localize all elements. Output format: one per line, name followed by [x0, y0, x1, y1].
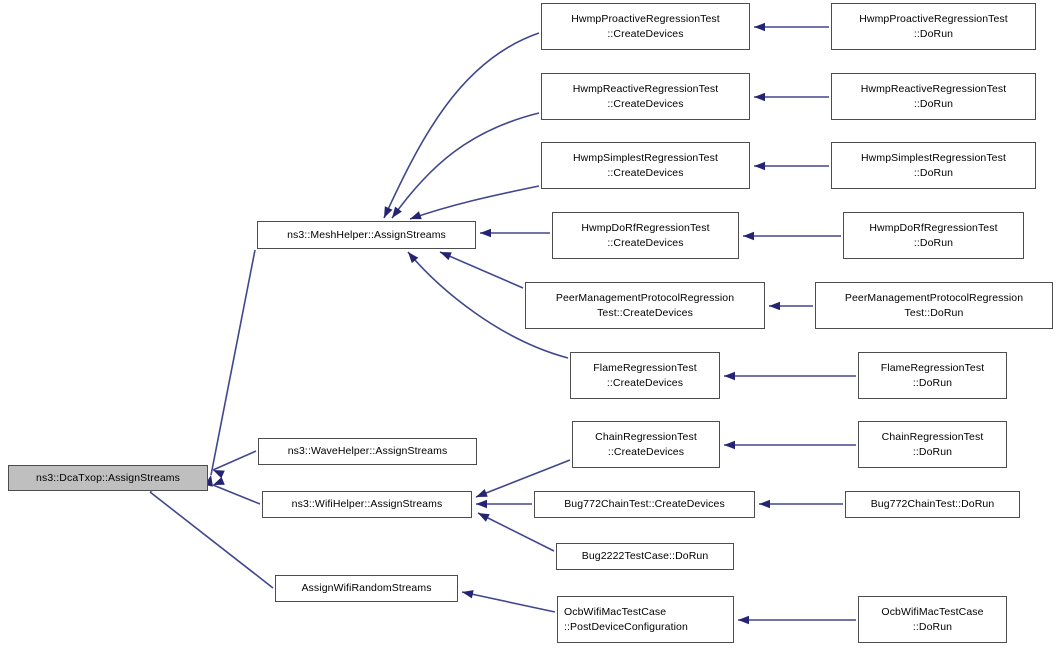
- edge-ocbwifi-to-assignwifirnd: [461, 591, 556, 613]
- arrowhead-peermgmt-to-mesh: [440, 252, 452, 261]
- arrowhead-flame-dr-to-cd: [724, 371, 735, 381]
- edge-wavehelper-to-dcatxop: [212, 450, 257, 471]
- graph-node-chain_dr[interactable]: ChainRegressionTest ::DoRun: [858, 421, 1007, 468]
- graph-node-bug2222_dorun[interactable]: Bug2222TestCase::DoRun: [556, 543, 734, 570]
- arrowhead-bug2222-to-wifi: [478, 513, 490, 522]
- arrowhead-hwmpsimplest-dr-to-cd: [754, 161, 765, 171]
- graph-node-bug772_dr[interactable]: Bug772ChainTest::DoRun: [845, 491, 1020, 518]
- graph-node-ocbwifi_dr[interactable]: OcbWifiMacTestCase ::DoRun: [858, 596, 1007, 643]
- arrowhead-hwmpproactive-dr-to-cd: [754, 22, 765, 32]
- graph-node-flame_cd[interactable]: FlameRegressionTest ::CreateDevices: [570, 352, 720, 399]
- graph-node-bug772_cd[interactable]: Bug772ChainTest::CreateDevices: [534, 491, 755, 518]
- graph-node-ocbwifi_pdc[interactable]: OcbWifiMacTestCase ::PostDeviceConfigura…: [557, 596, 734, 643]
- graph-node-meshhelper[interactable]: ns3::MeshHelper::AssignStreams: [257, 221, 476, 249]
- edge-wifihelper-to-dcatxop: [212, 484, 261, 505]
- edge-assignwifirnd-to-dcatxop: [149, 491, 274, 589]
- edge-peermgmt-to-mesh: [439, 251, 524, 289]
- edge-hwmpsimplest-to-mesh: [409, 185, 540, 220]
- arrowhead-wavehelper-to-dcatxop: [213, 470, 225, 479]
- graph-node-peermgmt_cd[interactable]: PeerManagementProtocolRegression Test::C…: [525, 282, 765, 329]
- graph-node-hwmpsimplest_cd[interactable]: HwmpSimplestRegressionTest ::CreateDevic…: [541, 142, 750, 189]
- graph-node-hwmpreactive_cd[interactable]: HwmpReactiveRegressionTest ::CreateDevic…: [541, 73, 750, 120]
- edge-meshhelper-to-dcatxop: [210, 249, 256, 476]
- arrowhead-ocbwifi-to-assignwifirnd: [462, 590, 474, 599]
- edge-hwmpproactive-to-mesh: [383, 32, 540, 219]
- graph-node-flame_dr[interactable]: FlameRegressionTest ::DoRun: [858, 352, 1007, 399]
- arrowhead-flame-to-mesh: [408, 252, 419, 264]
- arrowhead-hwmpreactive-dr-to-cd: [754, 92, 765, 102]
- graph-node-peermgmt_dr[interactable]: PeerManagementProtocolRegression Test::D…: [815, 282, 1053, 329]
- arrowhead-hwmpdorf-to-mesh: [480, 228, 491, 238]
- arrowhead-peermgmt-dr-to-cd: [769, 301, 780, 311]
- arrowhead-bug772-to-wifi: [476, 499, 487, 509]
- graph-node-hwmpsimplest_dr[interactable]: HwmpSimplestRegressionTest ::DoRun: [831, 142, 1036, 189]
- edge-bug2222-to-wifi: [477, 512, 555, 552]
- arrowhead-hwmpreactive-to-mesh: [392, 206, 402, 218]
- graph-node-hwmpproactive_cd[interactable]: HwmpProactiveRegressionTest ::CreateDevi…: [541, 3, 750, 50]
- graph-node-hwmpreactive_dr[interactable]: HwmpReactiveRegressionTest ::DoRun: [831, 73, 1036, 120]
- arrowhead-ocbwifi-dr-to-cd: [738, 615, 749, 625]
- graph-node-wavehelper[interactable]: ns3::WaveHelper::AssignStreams: [258, 438, 477, 465]
- graph-node-chain_cd[interactable]: ChainRegressionTest ::CreateDevices: [572, 421, 720, 468]
- edge-hwmpreactive-to-mesh: [391, 112, 540, 219]
- graph-node-assignwifirnd[interactable]: AssignWifiRandomStreams: [275, 575, 458, 602]
- graph-node-hwmpdorf_dr[interactable]: HwmpDoRfRegressionTest ::DoRun: [843, 212, 1024, 259]
- arrowhead-bug772-dr-to-cd: [759, 499, 770, 509]
- arrowhead-hwmpproactive-to-mesh: [384, 206, 393, 218]
- graph-node-wifihelper[interactable]: ns3::WifiHelper::AssignStreams: [262, 491, 472, 518]
- graph-node-dcatxop[interactable]: ns3::DcaTxop::AssignStreams: [8, 465, 208, 491]
- arrowhead-hwmpdorf-dr-to-cd: [743, 231, 754, 241]
- graph-node-hwmpproactive_dr[interactable]: HwmpProactiveRegressionTest ::DoRun: [831, 3, 1036, 50]
- arrowhead-chain-to-wifi: [476, 488, 488, 497]
- arrowhead-wifihelper-to-dcatxop: [213, 476, 225, 485]
- graph-node-hwmpdorf_cd[interactable]: HwmpDoRfRegressionTest ::CreateDevices: [552, 212, 739, 259]
- arrowhead-chain-dr-to-cd: [724, 440, 735, 450]
